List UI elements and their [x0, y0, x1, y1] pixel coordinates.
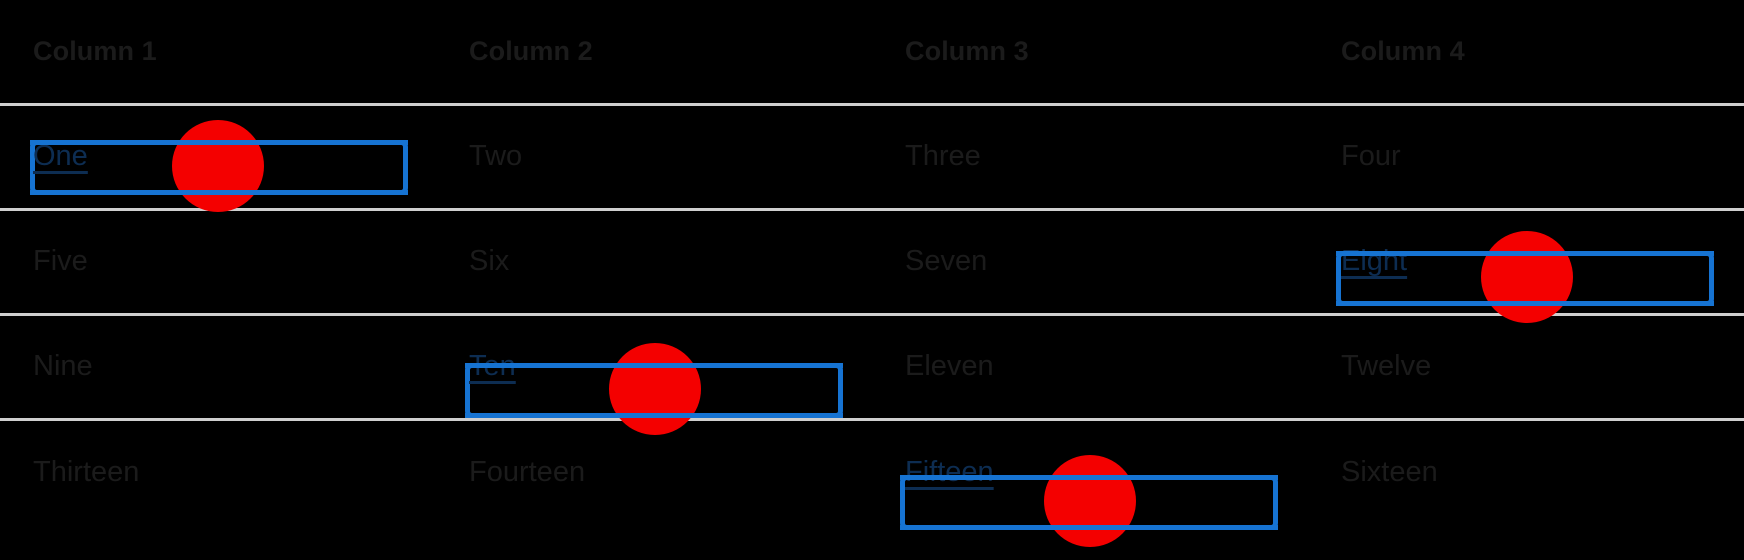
cell-inner-r2c4: Eight: [1341, 245, 1744, 278]
cell-r2c3[interactable]: Seven: [872, 207, 1308, 314]
cell-link-one[interactable]: One: [33, 140, 88, 172]
cell-text-fourteen: Fourteen: [469, 455, 586, 488]
cell-text-nine: Nine: [33, 350, 93, 382]
cell-r1c2[interactable]: Two: [436, 102, 872, 209]
cell-r1c4[interactable]: Four: [1308, 102, 1744, 209]
cell-text-five: Five: [33, 245, 88, 277]
table-row: Nine Ten Eleven Twelve: [0, 312, 1744, 419]
cell-text-four: Four: [1341, 140, 1401, 172]
cell-r1c3[interactable]: Three: [872, 102, 1308, 209]
cell-text-eleven: Eleven: [905, 350, 994, 382]
cell-r4c2[interactable]: Fourteen: [436, 417, 872, 524]
table-row: Five Six Seven Eight: [0, 207, 1744, 314]
column-header-4[interactable]: Column 4: [1341, 35, 1465, 66]
column-header-3[interactable]: Column 3: [905, 35, 1029, 66]
table-header: Column 1 Column 2 Column 3 Column 4: [0, 0, 1744, 104]
cell-text-seven: Seven: [905, 245, 988, 277]
cell-r3c1[interactable]: Nine: [0, 312, 436, 419]
table-row: Thirteen Fourteen Fifteen Sixteen: [0, 417, 1744, 524]
cell-r3c4[interactable]: Twelve: [1308, 312, 1744, 419]
cell-text-three: Three: [905, 140, 981, 172]
cell-link-fifteen[interactable]: Fifteen: [905, 455, 994, 488]
cell-text-two: Two: [469, 140, 523, 172]
cell-text-thirteen: Thirteen: [33, 455, 140, 488]
cell-r4c4[interactable]: Sixteen: [1308, 417, 1744, 524]
cell-r2c2[interactable]: Six: [436, 207, 872, 314]
cell-inner-r1c1: One: [33, 140, 436, 173]
cell-text-six: Six: [469, 245, 510, 277]
cell-link-ten[interactable]: Ten: [469, 350, 516, 382]
column-header-1[interactable]: Column 1: [33, 35, 157, 66]
cell-inner-r4c3: Fifteen: [905, 456, 1308, 489]
table-header-row: Column 1 Column 2 Column 3 Column 4: [0, 0, 1744, 104]
cell-text-twelve: Twelve: [1341, 350, 1432, 382]
cell-r4c1[interactable]: Thirteen: [0, 417, 436, 524]
column-header-2[interactable]: Column 2: [469, 35, 593, 66]
cell-text-sixteen: Sixteen: [1341, 455, 1438, 488]
cell-r3c3[interactable]: Eleven: [872, 312, 1308, 419]
cell-r2c1[interactable]: Five: [0, 207, 436, 314]
focus-box-ten: [465, 363, 843, 418]
cell-link-eight[interactable]: Eight: [1341, 245, 1408, 277]
